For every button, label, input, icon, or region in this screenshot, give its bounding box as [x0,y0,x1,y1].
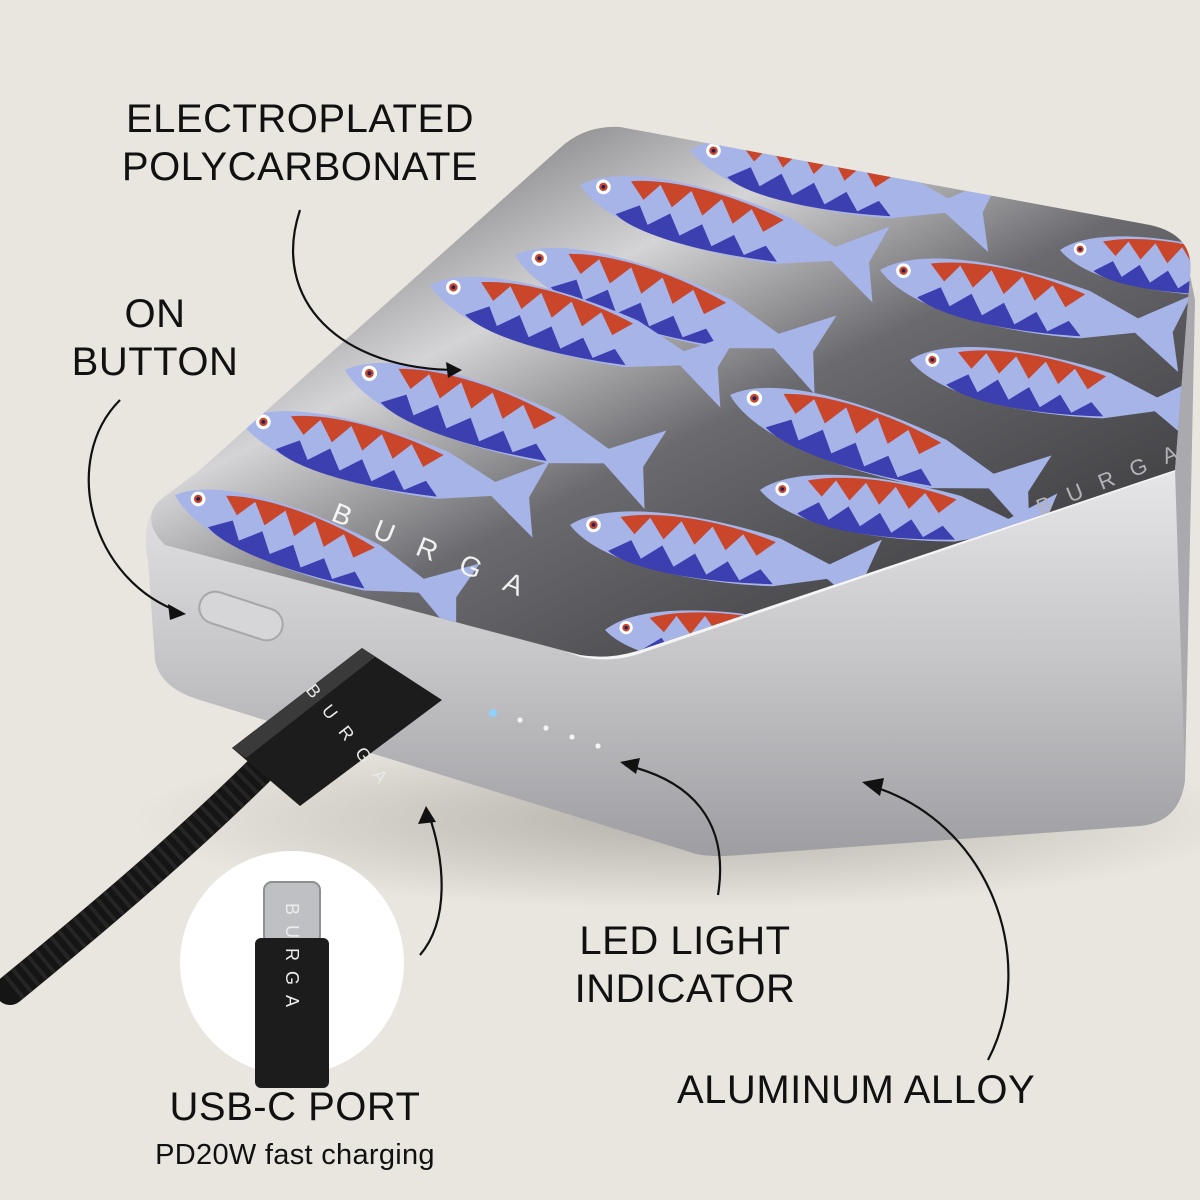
power-bank-body [145,275,1195,856]
label-electroplated-line1: ELECTROPLATED [125,97,475,141]
usb-c-cable: BURGA [0,648,442,1005]
arrow-on-button [87,399,181,614]
label-aluminum: ALUMINUM ALLOY [677,1068,1036,1112]
label-usb-title: USB-C PORT [169,1085,421,1129]
inset-logo: BURGA [282,903,302,1017]
label-usb-subtitle: PD20W fast charging [155,1139,435,1171]
arrow-heads [168,362,884,824]
label-on-button: ON BUTTON [55,290,255,386]
arrow-led [624,763,722,896]
label-electroplated: ELECTROPLATED POLYCARBONATE [100,95,500,191]
callout-arrows [87,209,1010,1061]
arrow-electroplated [291,209,459,372]
on-button[interactable] [195,587,287,644]
arrow-aluminum [867,783,1010,1061]
label-on-button-line1: ON [124,292,186,336]
label-on-button-line2: BUTTON [71,340,239,384]
label-led-line1: LED LIGHT [579,919,791,963]
usb-c-inset: BURGA [180,851,404,1088]
polycarbonate-top-panel: BURGA [151,126,1191,657]
label-led-line2: INDICATOR [574,967,796,1011]
label-electroplated-line2: POLYCARBONATE [121,145,479,189]
label-led: LED LIGHT INDICATOR [545,917,825,1013]
led-indicator [489,709,601,749]
arrow-usb [419,811,443,956]
